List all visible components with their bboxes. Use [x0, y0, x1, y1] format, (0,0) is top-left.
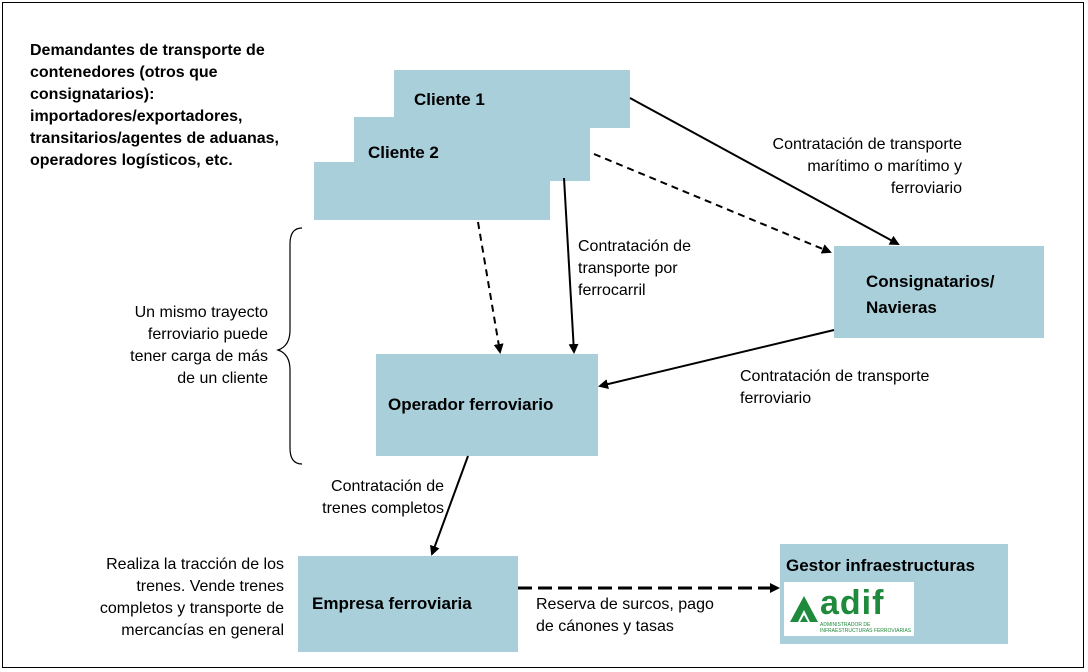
adif-wordmark: adif	[820, 584, 885, 622]
consignatarios-label-1: Consignatarios/	[866, 272, 995, 291]
gestor-label: Gestor infraestructuras	[786, 556, 975, 575]
label-maritimo-line: ferroviario	[890, 180, 962, 197]
consignatarios-box: Consignatarios/ Navieras	[834, 246, 1044, 338]
adif-logo-chevron-inner	[800, 615, 808, 622]
demandantes-line: operadores logísticos, etc.	[30, 152, 233, 169]
curly-brace	[276, 227, 303, 465]
demandantes-line: transitarios/agentes de aduanas,	[30, 130, 279, 147]
adif-subtitle-1: ADMINISTRADOR DE	[820, 622, 871, 628]
label-ferrocarril-line: ferrocarril	[578, 282, 646, 299]
demandantes-line: Demandantes de transporte de	[30, 42, 265, 59]
operador-box: Operador ferroviario	[376, 354, 598, 456]
adif-logo: adif ADMINISTRADOR DE INFRAESTRUCTURAS F…	[784, 582, 914, 636]
consignatarios-label-2: Navieras	[866, 298, 937, 317]
operador-label: Operador ferroviario	[388, 395, 554, 414]
label-reserva-line: Reserva de surcos, pago	[536, 596, 714, 613]
annotation-traccion-line: trenes. Vende trenes	[136, 578, 284, 595]
empresa-label: Empresa ferroviaria	[312, 594, 472, 613]
annotation-traccion: Realiza la tracción de los trenes. Vende…	[40, 554, 284, 642]
label-ferrocarril-line: Contratación de	[578, 238, 691, 255]
label-reserva-line: de cánones y tasas	[536, 618, 674, 635]
annotation-traccion-line: completos y transporte de	[99, 600, 284, 617]
demandantes-heading: Demandantes de transporte de contenedore…	[30, 40, 279, 172]
annotation-trayecto: Un mismo trayecto ferroviario puede tene…	[90, 302, 268, 390]
cliente1-box: Cliente 1	[394, 70, 630, 128]
adif-subtitle-2: INFRAESTRUCTURAS FERROVIARIAS	[820, 628, 912, 634]
label-trenes: Contratación de trenes completos	[284, 476, 444, 520]
label-trenes-line: trenes completos	[322, 500, 444, 517]
label-ferrocarril: Contratación de transporte por ferrocarr…	[578, 236, 691, 302]
arrow-operador-empresa	[430, 455, 469, 556]
label-maritimo-line: marítimo o marítimo y	[807, 158, 962, 175]
adif-logo-mark	[790, 596, 818, 622]
annotation-traccion-line: mercancías en general	[121, 622, 284, 639]
label-maritimo: Contratación de transporte marítimo o ma…	[712, 134, 962, 200]
cliente2-label: Cliente 2	[368, 143, 439, 162]
label-ferroviario: Contratación de transporte ferroviario	[740, 366, 929, 410]
annotation-trayecto-line: ferroviario puede	[147, 326, 268, 343]
cliente1-label: Cliente 1	[414, 90, 485, 109]
label-ferroviario-line: ferroviario	[740, 390, 812, 407]
gestor-box: Gestor infraestructuras adif ADMINISTRAD…	[780, 544, 1008, 644]
arrow-cliente1-consignatarios	[629, 97, 900, 245]
arrow-cliente2-consignatarios	[593, 153, 832, 254]
empresa-box: Empresa ferroviaria	[298, 556, 518, 652]
adif-logo-chevron	[790, 596, 818, 622]
arrow-cliente3-operador	[477, 221, 504, 354]
annotation-traccion-line: Realiza la tracción de los	[106, 556, 284, 573]
demandantes-line: contenedores (otros que	[30, 64, 218, 81]
label-trenes-line: Contratación de	[331, 478, 444, 495]
annotation-trayecto-line: de un cliente	[177, 370, 268, 387]
annotation-trayecto-line: Un mismo trayecto	[134, 304, 268, 321]
arrow-cliente2-operador	[563, 177, 579, 354]
demandantes-line: importadores/exportadores,	[30, 108, 243, 125]
arrow-consignatarios-operador	[598, 329, 835, 390]
label-maritimo-line: Contratación de transporte	[772, 136, 962, 153]
label-ferrocarril-line: transporte por	[578, 260, 678, 277]
annotation-trayecto-line: tener carga de más	[130, 348, 268, 365]
label-ferroviario-line: Contratación de transporte	[740, 368, 930, 385]
label-reserva: Reserva de surcos, pago de cánones y tas…	[536, 594, 714, 638]
demandantes-line: consignatarios):	[30, 86, 155, 103]
